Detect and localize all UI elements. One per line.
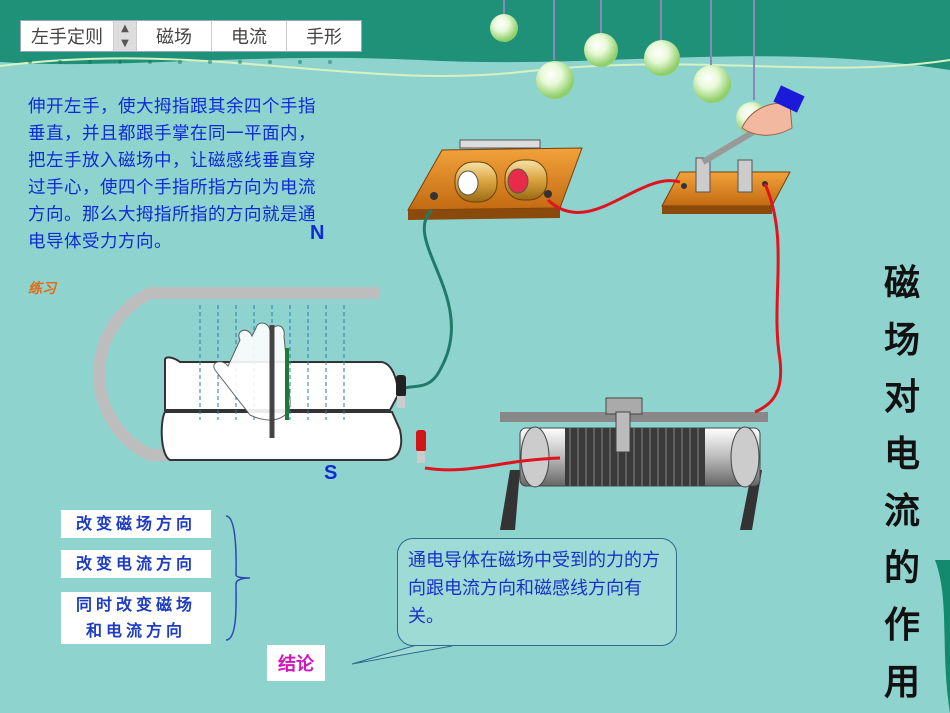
arrow-down-icon[interactable]: ▼: [121, 38, 129, 49]
tab-left-hand-rule[interactable]: 左手定则: [21, 21, 114, 51]
title-char: 的: [883, 547, 920, 589]
change-both-button[interactable]: 同时改变磁场 和电流方向: [61, 592, 211, 644]
title-char: 场: [883, 319, 920, 361]
conclusion-button[interactable]: 结论: [267, 645, 325, 681]
vertical-title: 磁 场 对 电 流 的 作 用: [880, 255, 924, 711]
conclusion-callout: 通电导体在磁场中受到的力的方向跟电流方向和磁感线方向有关。: [397, 538, 677, 646]
change-both-line1: 同时改变磁场: [75, 595, 196, 614]
north-pole-label: N: [310, 222, 325, 244]
tab-hand-shape[interactable]: 手形: [306, 27, 342, 48]
tab-magnetic-field[interactable]: 磁场: [137, 21, 212, 51]
change-field-button[interactable]: 改变磁场方向: [61, 510, 211, 538]
top-tab-bar: 左手定则 ▲ ▼ 磁场 电流 手形: [20, 20, 362, 52]
change-both-line2: 和电流方向: [85, 621, 186, 640]
change-current-button[interactable]: 改变电流方向: [61, 550, 211, 578]
title-char: 磁: [883, 262, 920, 304]
switch: [661, 125, 791, 214]
title-char: 用: [883, 661, 920, 703]
coil-apparatus: [407, 139, 583, 220]
tab-current[interactable]: 电流: [212, 21, 287, 51]
tab-spinner[interactable]: ▲ ▼: [114, 21, 137, 51]
hand-icon: [741, 85, 805, 136]
decor-balls: [490, 0, 768, 134]
practice-link[interactable]: 练习: [28, 281, 56, 297]
title-char: 对: [883, 376, 920, 418]
title-char: 作: [883, 604, 920, 646]
title-char: 流: [883, 490, 920, 532]
u-magnet: [93, 287, 426, 463]
arrow-up-icon[interactable]: ▲: [121, 23, 129, 34]
south-pole-label: S: [324, 462, 338, 484]
rheostat: [500, 397, 768, 530]
rule-description: 伸开左手，使大拇指跟其余四个手指垂直，并且都跟手掌在同一平面内，把左手放入磁场中…: [28, 97, 316, 252]
title-char: 电: [883, 433, 920, 475]
